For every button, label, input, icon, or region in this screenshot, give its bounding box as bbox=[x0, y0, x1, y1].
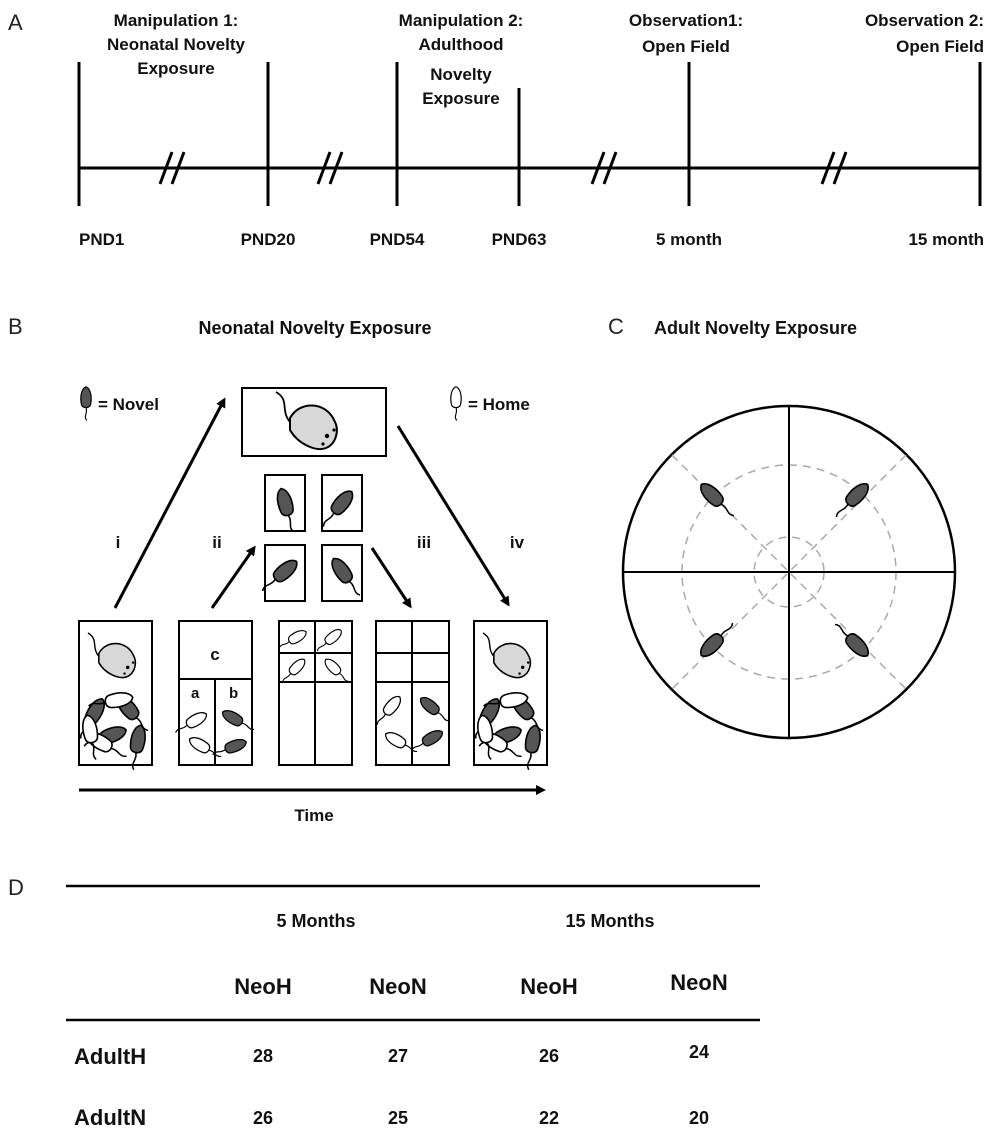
legend-home-label: = Home bbox=[468, 395, 530, 414]
compartment-b-label: b bbox=[229, 685, 238, 702]
column-header: NeoN bbox=[670, 970, 727, 995]
panel-b-letter: B bbox=[8, 314, 23, 339]
table-cell: 26 bbox=[253, 1108, 273, 1128]
event-1-line-2: Neonatal Novelty bbox=[107, 35, 245, 54]
column-header: NeoH bbox=[234, 974, 291, 999]
table-cell: 28 bbox=[253, 1046, 273, 1066]
column-header: NeoH bbox=[520, 974, 577, 999]
table-cell: 27 bbox=[388, 1046, 408, 1066]
tick-label-pnd63: PND63 bbox=[492, 230, 547, 249]
table-row: AdultN 26 25 22 20 bbox=[74, 1105, 709, 1130]
group-header-5-months: 5 Months bbox=[277, 911, 356, 931]
timeline-event-1: Manipulation 1: Neonatal Novelty Exposur… bbox=[107, 11, 245, 78]
event-1-line-3: Exposure bbox=[137, 59, 214, 78]
neonatal-title: Neonatal Novelty Exposure bbox=[198, 318, 431, 338]
tick-label-pnd20: PND20 bbox=[241, 230, 296, 249]
arrow-step-iv bbox=[396, 425, 510, 607]
arrow-step-ii bbox=[210, 545, 256, 609]
timeline-break-4 bbox=[820, 151, 848, 185]
cage-3 bbox=[275, 620, 353, 766]
arrow-step-iii bbox=[370, 547, 412, 609]
step-label-ii: ii bbox=[212, 533, 221, 552]
event-2-line-3: Novelty bbox=[430, 65, 492, 84]
compartment-c-label: c bbox=[210, 645, 219, 664]
tick-label-pnd1: PND1 bbox=[79, 230, 124, 249]
step-label-i: i bbox=[116, 533, 121, 552]
event-3-line-1: Observation1: bbox=[629, 11, 743, 30]
timeline-event-4: Observation 2: Open Field bbox=[865, 11, 984, 56]
timeline-event-2: Manipulation 2: Adulthood Novelty Exposu… bbox=[399, 11, 524, 108]
open-field-arena bbox=[621, 404, 957, 740]
event-3-line-2: Open Field bbox=[642, 37, 730, 56]
table-row: AdultH 28 27 26 24 bbox=[74, 1042, 709, 1069]
table-cell: 20 bbox=[689, 1108, 709, 1128]
adult-title: Adult Novelty Exposure bbox=[654, 318, 857, 338]
legend-home: = Home bbox=[450, 386, 530, 422]
panel-a-letter: A bbox=[8, 10, 23, 35]
time-label: Time bbox=[294, 806, 333, 825]
event-1-line-1: Manipulation 1: bbox=[114, 11, 239, 30]
legend-novel: = Novel bbox=[80, 386, 159, 422]
timeline-break-1 bbox=[158, 151, 186, 185]
event-2-line-2: Adulthood bbox=[419, 35, 504, 54]
table-cell: 26 bbox=[539, 1046, 559, 1066]
timeline-event-3: Observation1: Open Field bbox=[629, 11, 743, 56]
event-2-line-1: Manipulation 2: bbox=[399, 11, 524, 30]
table-cell: 24 bbox=[689, 1042, 709, 1062]
tick-label-15-month: 15 month bbox=[908, 230, 984, 249]
row-label: AdultH bbox=[74, 1044, 146, 1069]
table-cell: 22 bbox=[539, 1108, 559, 1128]
cage-2: c a b bbox=[171, 620, 258, 766]
panel-c-letter: C bbox=[608, 314, 624, 339]
tick-label-5-month: 5 month bbox=[656, 230, 722, 249]
event-4-line-2: Open Field bbox=[896, 37, 984, 56]
isolated-pup-boxes bbox=[256, 474, 366, 602]
tick-label-pnd54: PND54 bbox=[370, 230, 425, 249]
timeline-break-3 bbox=[590, 151, 618, 185]
panel-d-letter: D bbox=[8, 875, 24, 900]
event-2-line-4: Exposure bbox=[422, 89, 499, 108]
compartment-a-label: a bbox=[191, 685, 200, 702]
cage-4 bbox=[371, 620, 453, 766]
column-header: NeoN bbox=[369, 974, 426, 999]
table-cell: 25 bbox=[388, 1108, 408, 1128]
row-label: AdultN bbox=[74, 1105, 146, 1130]
timeline-break-2 bbox=[316, 151, 344, 185]
cage-1 bbox=[73, 620, 154, 772]
step-label-iii: iii bbox=[417, 533, 431, 552]
novel-pup-icon bbox=[80, 386, 92, 422]
home-pup-icon bbox=[450, 386, 462, 422]
event-4-line-1: Observation 2: bbox=[865, 11, 984, 30]
group-header-15-months: 15 Months bbox=[565, 911, 654, 931]
cage-5 bbox=[468, 620, 549, 772]
arrow-step-i bbox=[113, 397, 226, 609]
legend-novel-label: = Novel bbox=[98, 395, 159, 414]
timeline-axis bbox=[77, 62, 982, 206]
step-label-iv: iv bbox=[510, 533, 525, 552]
